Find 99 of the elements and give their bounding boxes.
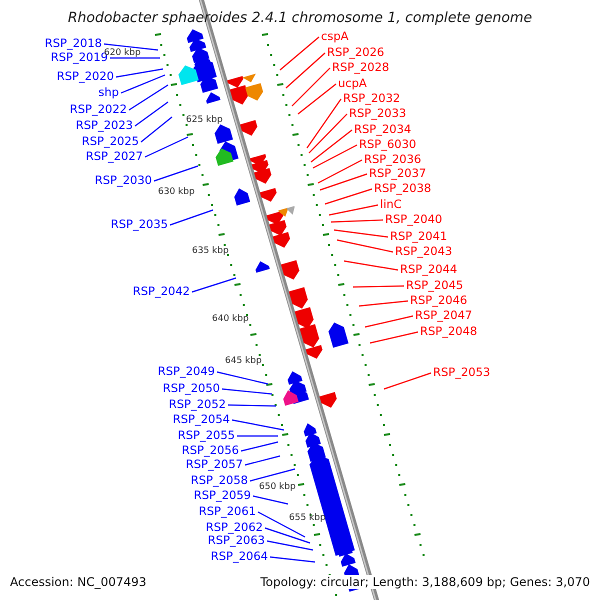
scale-label: 650 kbp <box>259 483 296 492</box>
gene-label: RSP_2038 <box>374 183 432 194</box>
gene-label: RSP_2054 <box>172 414 230 426</box>
gene-label: RSP_6030 <box>359 139 416 150</box>
gene-label: RSP_2064 <box>210 551 268 562</box>
scale-label: 640 kbp <box>212 315 249 324</box>
map-title: Rhodobacter sphaeroides 2.4.1 chromosome 1, complete genome <box>66 11 534 25</box>
leader-line <box>237 435 278 437</box>
gene-label: RSP_2028 <box>332 62 390 74</box>
gene-label: RSP_2045 <box>406 280 464 292</box>
leader-line <box>266 540 314 551</box>
scale-label: 655 kbp <box>289 514 326 523</box>
gene-label: RSP_2053 <box>433 367 490 378</box>
gene-label: RSP_2061 <box>198 506 256 518</box>
leader-line <box>116 68 164 78</box>
gene-label: RSP_2018 <box>44 38 102 50</box>
gene-label: RSP_2041 <box>390 231 448 242</box>
gene-label: RSP_2046 <box>410 295 468 306</box>
gene-label: ucpA <box>338 78 367 90</box>
gene-label: RSP_2055 <box>178 430 235 442</box>
leader-line <box>258 511 306 538</box>
leader-line <box>264 527 310 544</box>
leader-line <box>384 372 432 390</box>
gene-label: RSP_2052 <box>168 399 226 410</box>
leader-line <box>120 74 166 94</box>
leader-line <box>352 285 404 288</box>
leader-line <box>312 144 358 169</box>
gene-label: RSP_2037 <box>369 168 426 180</box>
gene-label: RSP_2035 <box>110 219 168 230</box>
gene-label: RSP_2027 <box>86 151 143 162</box>
leader-line <box>250 468 296 482</box>
gene-label: RSP_2049 <box>158 366 215 378</box>
leader-line <box>334 229 388 238</box>
gene-label: RSP_2040 <box>385 214 442 226</box>
footer-note: Topology: circular; Length: 3,188,609 bp; Genes: 3,070 <box>260 575 590 589</box>
leader-line <box>170 209 214 226</box>
leader-line <box>216 371 268 385</box>
gene-label: RSP_2056 <box>182 445 239 456</box>
gene-label: RSP_2030 <box>94 175 152 186</box>
gene-label: RSP_2033 <box>349 108 406 120</box>
gene-label: RSP_2026 <box>327 47 384 58</box>
leader-line <box>320 173 368 191</box>
leader-line <box>154 165 198 182</box>
gene-label: RSP_2050 <box>162 383 220 394</box>
gene-label: RSP_2025 <box>82 136 139 148</box>
leader-line <box>240 441 278 452</box>
leader-line <box>270 556 316 563</box>
gene-label: RSP_2032 <box>343 93 400 104</box>
scale-label: 635 kbp <box>192 247 229 256</box>
leader-line <box>228 404 276 407</box>
gene-label: RSP_2048 <box>420 326 478 338</box>
gene-label: RSP_2047 <box>415 310 472 322</box>
footer-note: Accession: NC_007493 <box>10 575 146 589</box>
leader-line <box>232 419 284 431</box>
scale-label: 630 kbp <box>158 188 195 197</box>
scale-label: 625 kbp <box>186 116 223 125</box>
gene-label: RSP_2022 <box>70 104 127 116</box>
gene-label: RSP_2023 <box>76 120 133 132</box>
leader-line <box>364 315 414 328</box>
gene-label: shp <box>98 87 119 98</box>
gene-label: RSP_2057 <box>186 459 243 470</box>
leader-line <box>358 300 408 307</box>
leader-line <box>244 455 280 466</box>
leader-line <box>308 114 348 154</box>
gene-label: RSP_2063 <box>208 535 265 546</box>
leader-line <box>144 136 188 158</box>
leader-line <box>370 331 418 344</box>
leader-line <box>310 130 352 162</box>
gene-label: cspA <box>321 31 348 42</box>
leader-line <box>140 116 172 142</box>
gene-label: RSP_2034 <box>354 124 412 136</box>
leader-line <box>128 84 168 110</box>
leader-line <box>318 159 362 184</box>
leader-line <box>328 204 378 216</box>
leader-line <box>336 239 394 253</box>
gene-label: linC <box>380 199 402 210</box>
gene-label: RSP_2020 <box>56 71 114 82</box>
leader-line <box>110 57 160 59</box>
gene-label: RSP_2043 <box>395 246 452 258</box>
leader-line <box>298 84 336 114</box>
gene-label: RSP_2044 <box>400 264 458 276</box>
leader-line <box>306 98 342 148</box>
leader-line <box>104 43 158 51</box>
leader-line <box>292 68 330 106</box>
gene-label: RSP_2036 <box>364 154 422 166</box>
gene-label: RSP_2059 <box>194 490 251 502</box>
leader-line <box>134 102 168 126</box>
leader-line <box>330 219 384 223</box>
leader-line <box>252 495 288 505</box>
leader-line <box>192 277 236 293</box>
gene-label: RSP_2058 <box>190 475 248 486</box>
leader-line <box>286 52 326 88</box>
leader-line <box>280 36 320 70</box>
leader-line <box>222 388 272 395</box>
leader-line <box>324 188 372 205</box>
gene-label: RSP_2062 <box>206 522 263 534</box>
leader-line <box>344 260 398 271</box>
gene-label: RSP_2042 <box>132 286 190 298</box>
scale-label: 645 kbp <box>225 357 262 366</box>
